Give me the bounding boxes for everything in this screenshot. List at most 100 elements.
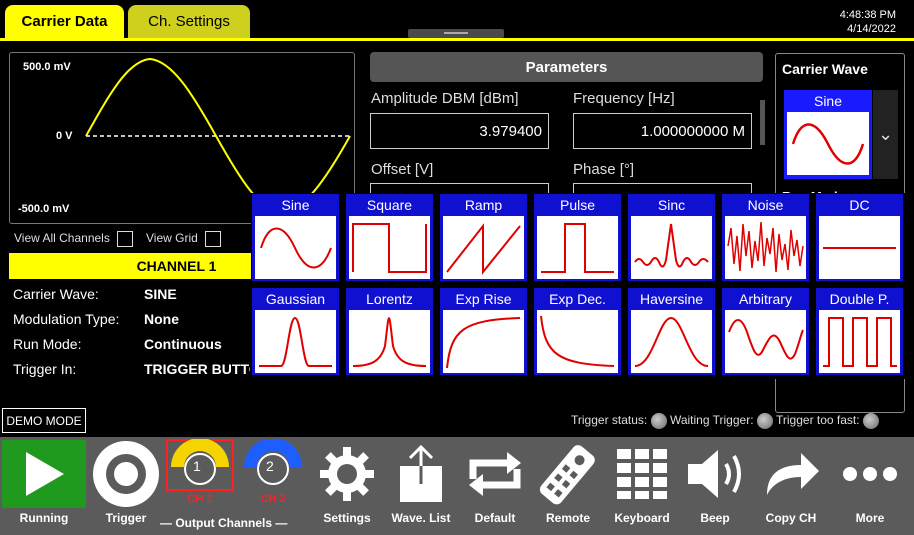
wave-label: Exp Dec. <box>549 291 606 307</box>
wave-option-exp-rise[interactable]: Exp Rise <box>439 287 528 376</box>
ramp-wave-icon <box>443 216 524 279</box>
waiting-trigger-label: Waiting Trigger: <box>669 413 754 428</box>
wave-option-haversine[interactable]: Haversine <box>627 287 716 376</box>
remote-label: Remote <box>545 511 590 525</box>
demo-mode-badge: DEMO MODE <box>2 408 86 433</box>
channel-1-label: CH 1 <box>187 493 213 505</box>
wave-label: Gaussian <box>265 291 326 307</box>
trigger-in-value: TRIGGER BUTTO <box>144 361 250 377</box>
parameters-header: Parameters <box>370 52 763 82</box>
sinc-wave-icon <box>631 216 712 279</box>
phase-label: Phase [°] <box>573 161 635 178</box>
copy-channel-label: Copy CH <box>765 511 817 525</box>
channel-2-gauge-icon <box>241 437 305 493</box>
square-wave-icon <box>349 216 430 279</box>
haversine-wave-icon <box>631 310 712 373</box>
keyboard-label: Keyboard <box>614 511 670 525</box>
wave-option-double-pulse[interactable]: Double P. <box>815 287 904 376</box>
wave-label: Ramp <box>464 197 503 213</box>
wave-label: Double P. <box>829 291 890 307</box>
gear-icon <box>318 437 376 511</box>
trigger-button[interactable]: Trigger <box>88 437 164 535</box>
wave-option-sine[interactable]: Sine <box>251 193 340 282</box>
carrier-wave-selected-label: Sine <box>813 93 843 109</box>
more-label: More <box>855 511 885 525</box>
view-grid-toggle[interactable]: View Grid <box>146 231 222 247</box>
view-all-channels-toggle[interactable]: View All Channels <box>14 231 134 247</box>
waiting-trigger-led <box>756 413 773 429</box>
wave-option-sinc[interactable]: Sinc <box>627 193 716 282</box>
wave-label: Haversine <box>639 291 704 307</box>
wave-list-button[interactable]: Wave. List <box>386 437 456 535</box>
running-label: Running <box>19 511 69 525</box>
wave-label: Noise <box>747 197 784 213</box>
exp-rise-wave-icon <box>443 310 524 373</box>
preview-mid-label: 0 V <box>56 130 73 142</box>
wave-option-gaussian[interactable]: Gaussian <box>251 287 340 376</box>
play-icon <box>22 437 66 511</box>
channel-1-button[interactable]: 1 CH 1 <box>165 437 235 535</box>
wave-label: Square <box>366 197 413 213</box>
channel-2-button[interactable]: 2 CH 2 <box>240 437 306 535</box>
wave-label: Sinc <box>657 197 686 213</box>
sine-wave-icon <box>787 112 869 175</box>
default-label: Default <box>474 511 516 525</box>
settings-button[interactable]: Settings <box>314 437 380 535</box>
wave-label: Exp Rise <box>455 291 512 307</box>
wave-label: DC <box>849 197 870 213</box>
amplitude-field[interactable]: 3.979400 <box>370 113 549 149</box>
chevron-down-icon: ⌄ <box>877 124 894 144</box>
carrier-wave-selector[interactable]: Sine <box>784 90 872 179</box>
beep-button[interactable]: Beep <box>682 437 748 535</box>
channel-2-label: CH 2 <box>260 493 286 505</box>
channel-2-number: 2 <box>266 458 274 474</box>
wave-option-lorentz[interactable]: Lorentz <box>345 287 434 376</box>
trigger-too-fast-label: Trigger too fast: <box>776 413 860 428</box>
offset-label: Offset [V] <box>371 161 434 178</box>
running-button[interactable]: Running <box>2 437 86 535</box>
settings-label: Settings <box>323 511 371 525</box>
clock: 4:48:38 PM 4/14/2022 <box>840 8 896 36</box>
modulation-type-value: None <box>144 311 179 327</box>
remote-button[interactable]: Remote <box>532 437 604 535</box>
more-button[interactable]: More <box>836 437 904 535</box>
wave-option-ramp[interactable]: Ramp <box>439 193 528 282</box>
pulse-wave-icon <box>537 216 618 279</box>
wave-list-label: Wave. List <box>391 511 451 525</box>
tab-ch-settings[interactable]: Ch. Settings <box>128 5 250 38</box>
beep-label: Beep <box>700 511 730 525</box>
drawer-grip-handle[interactable] <box>408 29 504 38</box>
default-button[interactable]: Default <box>462 437 528 535</box>
view-all-channels-label: View All Channels <box>14 231 110 246</box>
preview-top-label: 500.0 mV <box>23 61 71 73</box>
wave-option-exp-dec[interactable]: Exp Dec. <box>533 287 622 376</box>
keyboard-button[interactable]: Keyboard <box>608 437 676 535</box>
keypad-icon <box>615 437 669 511</box>
wave-option-dc[interactable]: DC <box>815 193 904 282</box>
carrier-wave-dropdown[interactable]: ⌄ <box>873 90 898 179</box>
wave-option-noise[interactable]: Noise <box>721 193 810 282</box>
output-channels-label: — Output Channels — <box>160 516 288 530</box>
frequency-label: Frequency [Hz] <box>573 90 675 107</box>
remote-control-icon <box>535 437 601 511</box>
view-grid-checkbox[interactable] <box>205 231 222 247</box>
view-all-channels-checkbox[interactable] <box>117 231 134 247</box>
wave-option-pulse[interactable]: Pulse <box>533 193 622 282</box>
wave-option-arbitrary[interactable]: Arbitrary <box>721 287 810 376</box>
upload-file-icon <box>398 437 444 511</box>
carrier-wave-title: Carrier Wave <box>782 61 868 77</box>
parameters-scrollbar[interactable] <box>760 100 765 145</box>
clock-time: 4:48:38 PM <box>839 9 896 21</box>
wave-label: Sine <box>281 197 310 213</box>
tab-carrier-data[interactable]: Carrier Data <box>5 5 124 38</box>
sine-wave-icon <box>255 216 336 279</box>
arbitrary-wave-icon <box>725 310 806 373</box>
frequency-field[interactable]: 1.000000000 M <box>573 113 752 149</box>
noise-wave-icon <box>725 216 806 279</box>
gaussian-wave-icon <box>255 310 336 373</box>
wave-option-square[interactable]: Square <box>345 193 434 282</box>
trigger-status: Trigger status: Waiting Trigger: Trigger… <box>571 413 879 429</box>
trigger-status-label: Trigger status: <box>571 413 648 428</box>
copy-channel-button[interactable]: Copy CH <box>756 437 826 535</box>
trigger-icon <box>91 437 161 511</box>
